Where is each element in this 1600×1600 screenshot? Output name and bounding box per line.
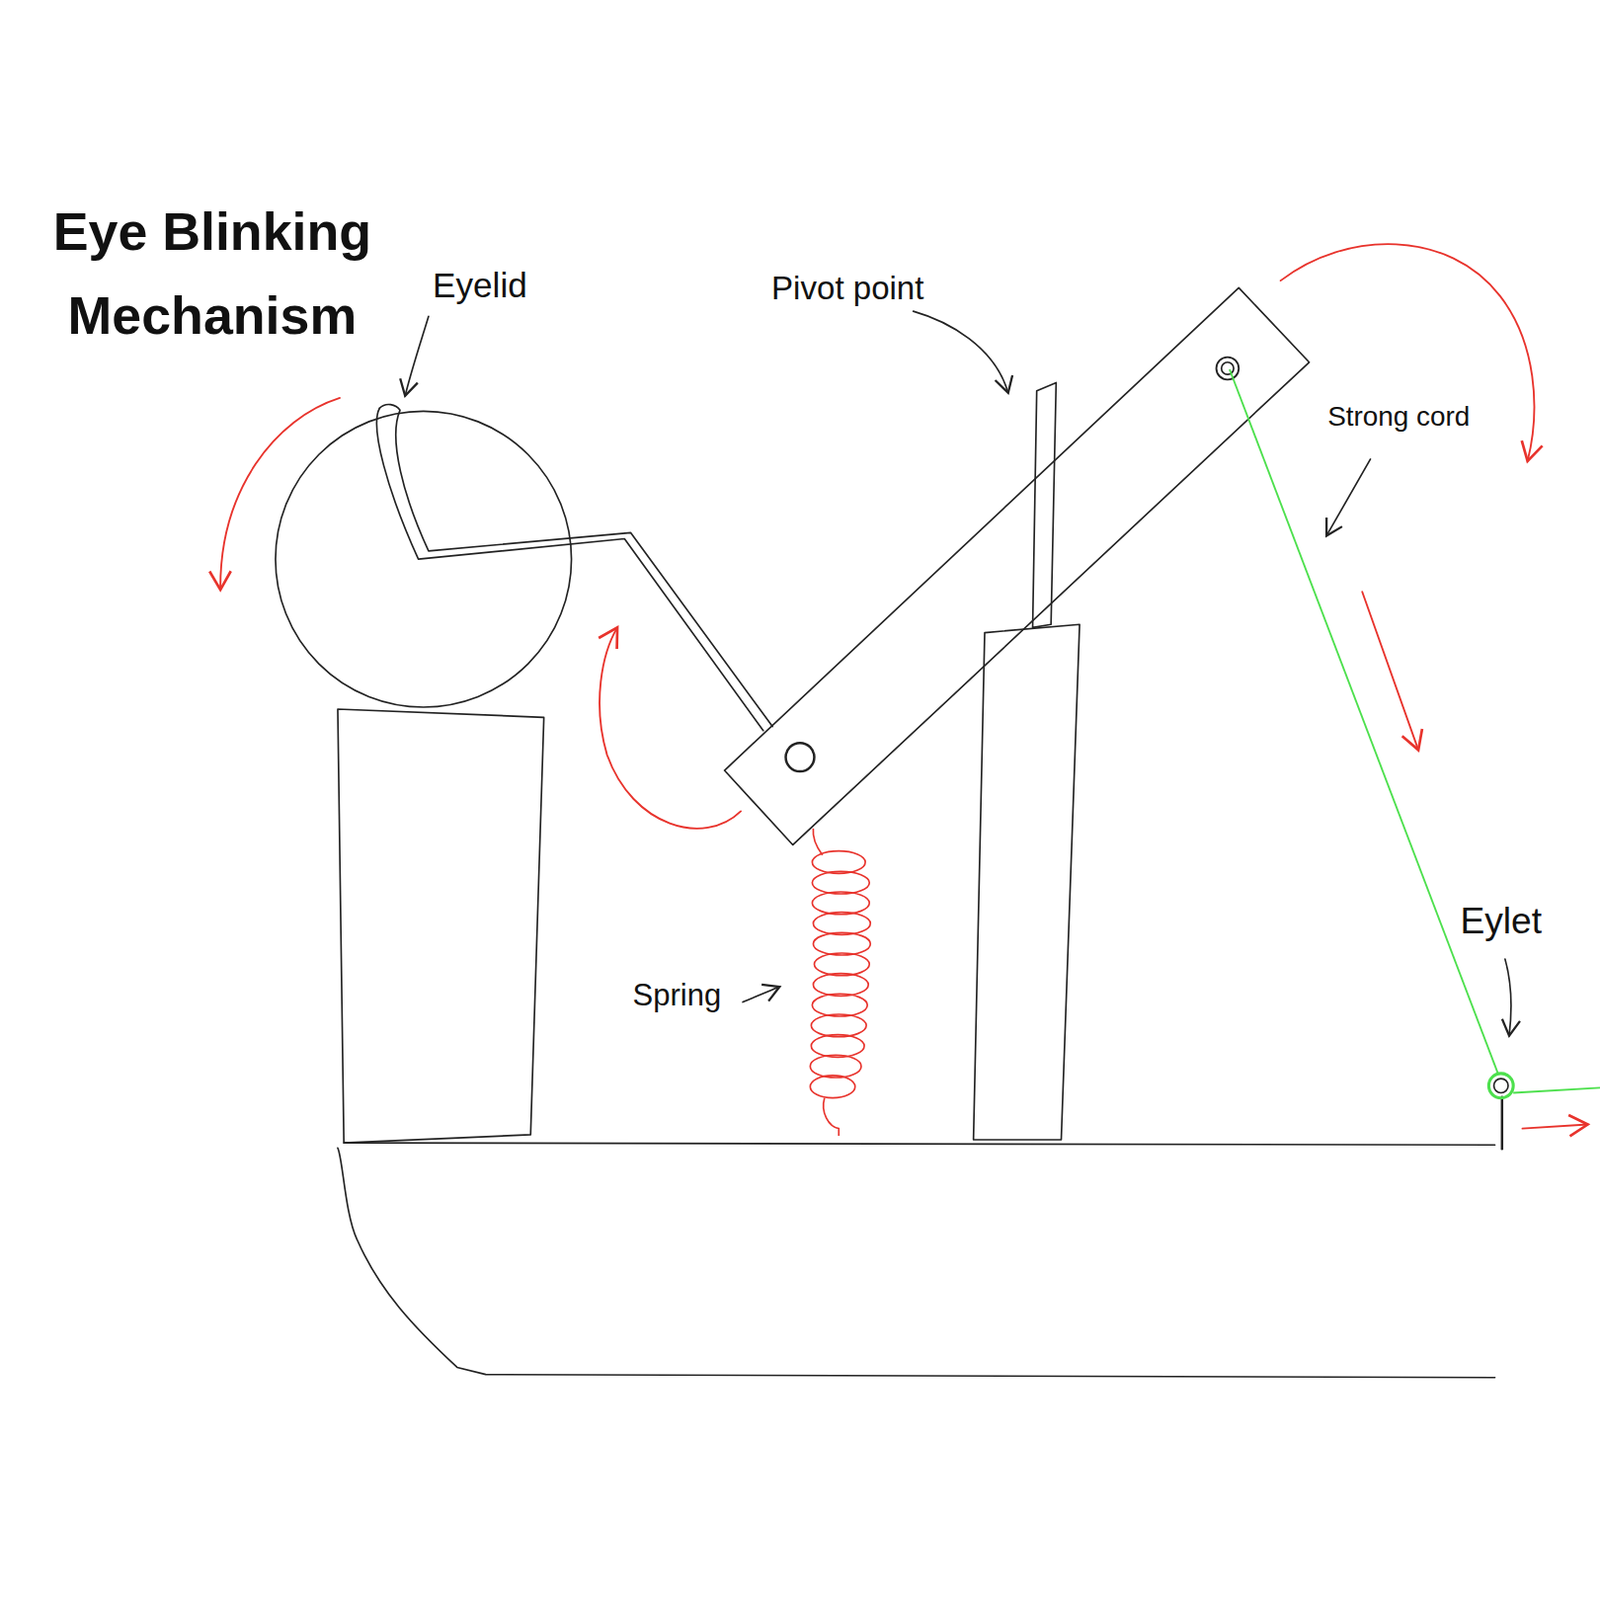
motion-arrow: [599, 627, 741, 828]
spring-coil: [811, 851, 866, 875]
strong-cord: [1513, 1087, 1600, 1093]
pivot-post: [973, 624, 1080, 1140]
eyelet-ring: [1494, 1078, 1509, 1093]
black-drawing: [275, 287, 1512, 1377]
spring-coil: [812, 973, 869, 997]
leader-arrow: [404, 316, 429, 397]
eye-support-block: [337, 709, 545, 1143]
part-label: Pivot point: [771, 268, 924, 309]
spring-coil: [809, 1075, 855, 1099]
eyelid-wire: [376, 407, 763, 730]
spring-coil: [809, 1054, 862, 1078]
motion-arrow: [1521, 1124, 1588, 1129]
spring-coil: [812, 912, 871, 936]
spring-end: [823, 1098, 840, 1136]
spring-coil: [812, 932, 871, 956]
motion-arrow: [220, 398, 340, 590]
lever-hole-inner: [1221, 362, 1234, 375]
spring-coil: [810, 1014, 867, 1038]
lever-hole: [786, 742, 815, 772]
diagram-title: Eye Blinking Mechanism: [30, 189, 395, 357]
leader-arrow: [742, 986, 780, 1002]
eyelet: [1488, 1073, 1514, 1099]
lever-hole: [1216, 357, 1240, 381]
strong-cord: [1229, 369, 1499, 1074]
base-outline: [337, 1147, 1496, 1377]
leader-arrow: [913, 311, 1009, 394]
lever-arm: [724, 287, 1310, 845]
eyelid-wire-edge: [379, 404, 773, 727]
eyelet-stem: [1501, 1097, 1504, 1150]
base-top-edge: [343, 1142, 1495, 1145]
part-label: Eylet: [1459, 898, 1542, 944]
part-label: Spring: [633, 976, 722, 1014]
leader-arrow: [1326, 459, 1370, 536]
motion-arrows: [220, 243, 1588, 1129]
spring: [809, 828, 871, 1136]
leader-arrow: [1505, 959, 1512, 1036]
spring-end: [812, 828, 822, 856]
spring-coil: [813, 953, 870, 976]
spring-coil: [811, 891, 870, 915]
part-label: Eyelid: [432, 264, 528, 307]
motion-arrow: [1280, 243, 1535, 462]
motion-arrow: [1361, 591, 1419, 750]
cord-group: [1229, 369, 1600, 1099]
spring-coil: [811, 993, 868, 1017]
spring-coil: [811, 871, 870, 894]
part-label: Strong cord: [1327, 400, 1470, 433]
pivot-rod: [1033, 382, 1057, 628]
spring-coil: [810, 1035, 865, 1058]
